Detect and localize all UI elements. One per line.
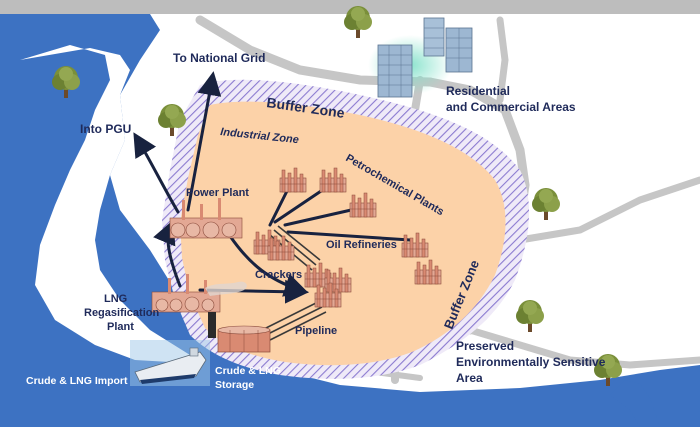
preserved-label-line2: Environmentally Sensitive (456, 355, 606, 369)
tanker-ship-icon (130, 340, 210, 386)
storage-tank-icon (217, 325, 271, 353)
preserved-label-line1: Preserved (456, 339, 514, 353)
preserved-label-line3: Area (456, 371, 483, 385)
oil-refineries-label: Oil Refineries (326, 239, 397, 251)
building-icon (377, 44, 413, 98)
into-pgu-label: Into PGU (80, 122, 131, 136)
river-right (610, 380, 660, 427)
residential-buildings (368, 17, 473, 98)
crackers-label: Crackers (255, 269, 302, 281)
residential-label-line2: and Commercial Areas (446, 100, 576, 114)
residential-label-line1: Residential (446, 84, 510, 98)
national-grid-label: To National Grid (173, 51, 265, 65)
top-strip (0, 0, 700, 14)
pipeline-label: Pipeline (295, 325, 337, 337)
sea-water (0, 14, 700, 427)
lng-plant-label-line2: Regasification (84, 307, 159, 319)
lng-regasification-facility (151, 274, 247, 338)
lng-plant-label-line1: LNG (104, 293, 127, 305)
land-left (20, 45, 190, 362)
lng-plant-label-line3: Plant (107, 321, 134, 333)
building-icon (445, 27, 473, 73)
industrial-zone-area (180, 101, 506, 366)
crude-import-label: Crude & LNG Import (26, 375, 128, 387)
power-plant-label: Power Plant (186, 187, 249, 199)
storage-label-line1: Crude & LNG (215, 365, 281, 377)
storage-label-line2: Storage (215, 379, 254, 391)
building-icon (423, 17, 445, 57)
power-plant-facility (169, 198, 243, 239)
